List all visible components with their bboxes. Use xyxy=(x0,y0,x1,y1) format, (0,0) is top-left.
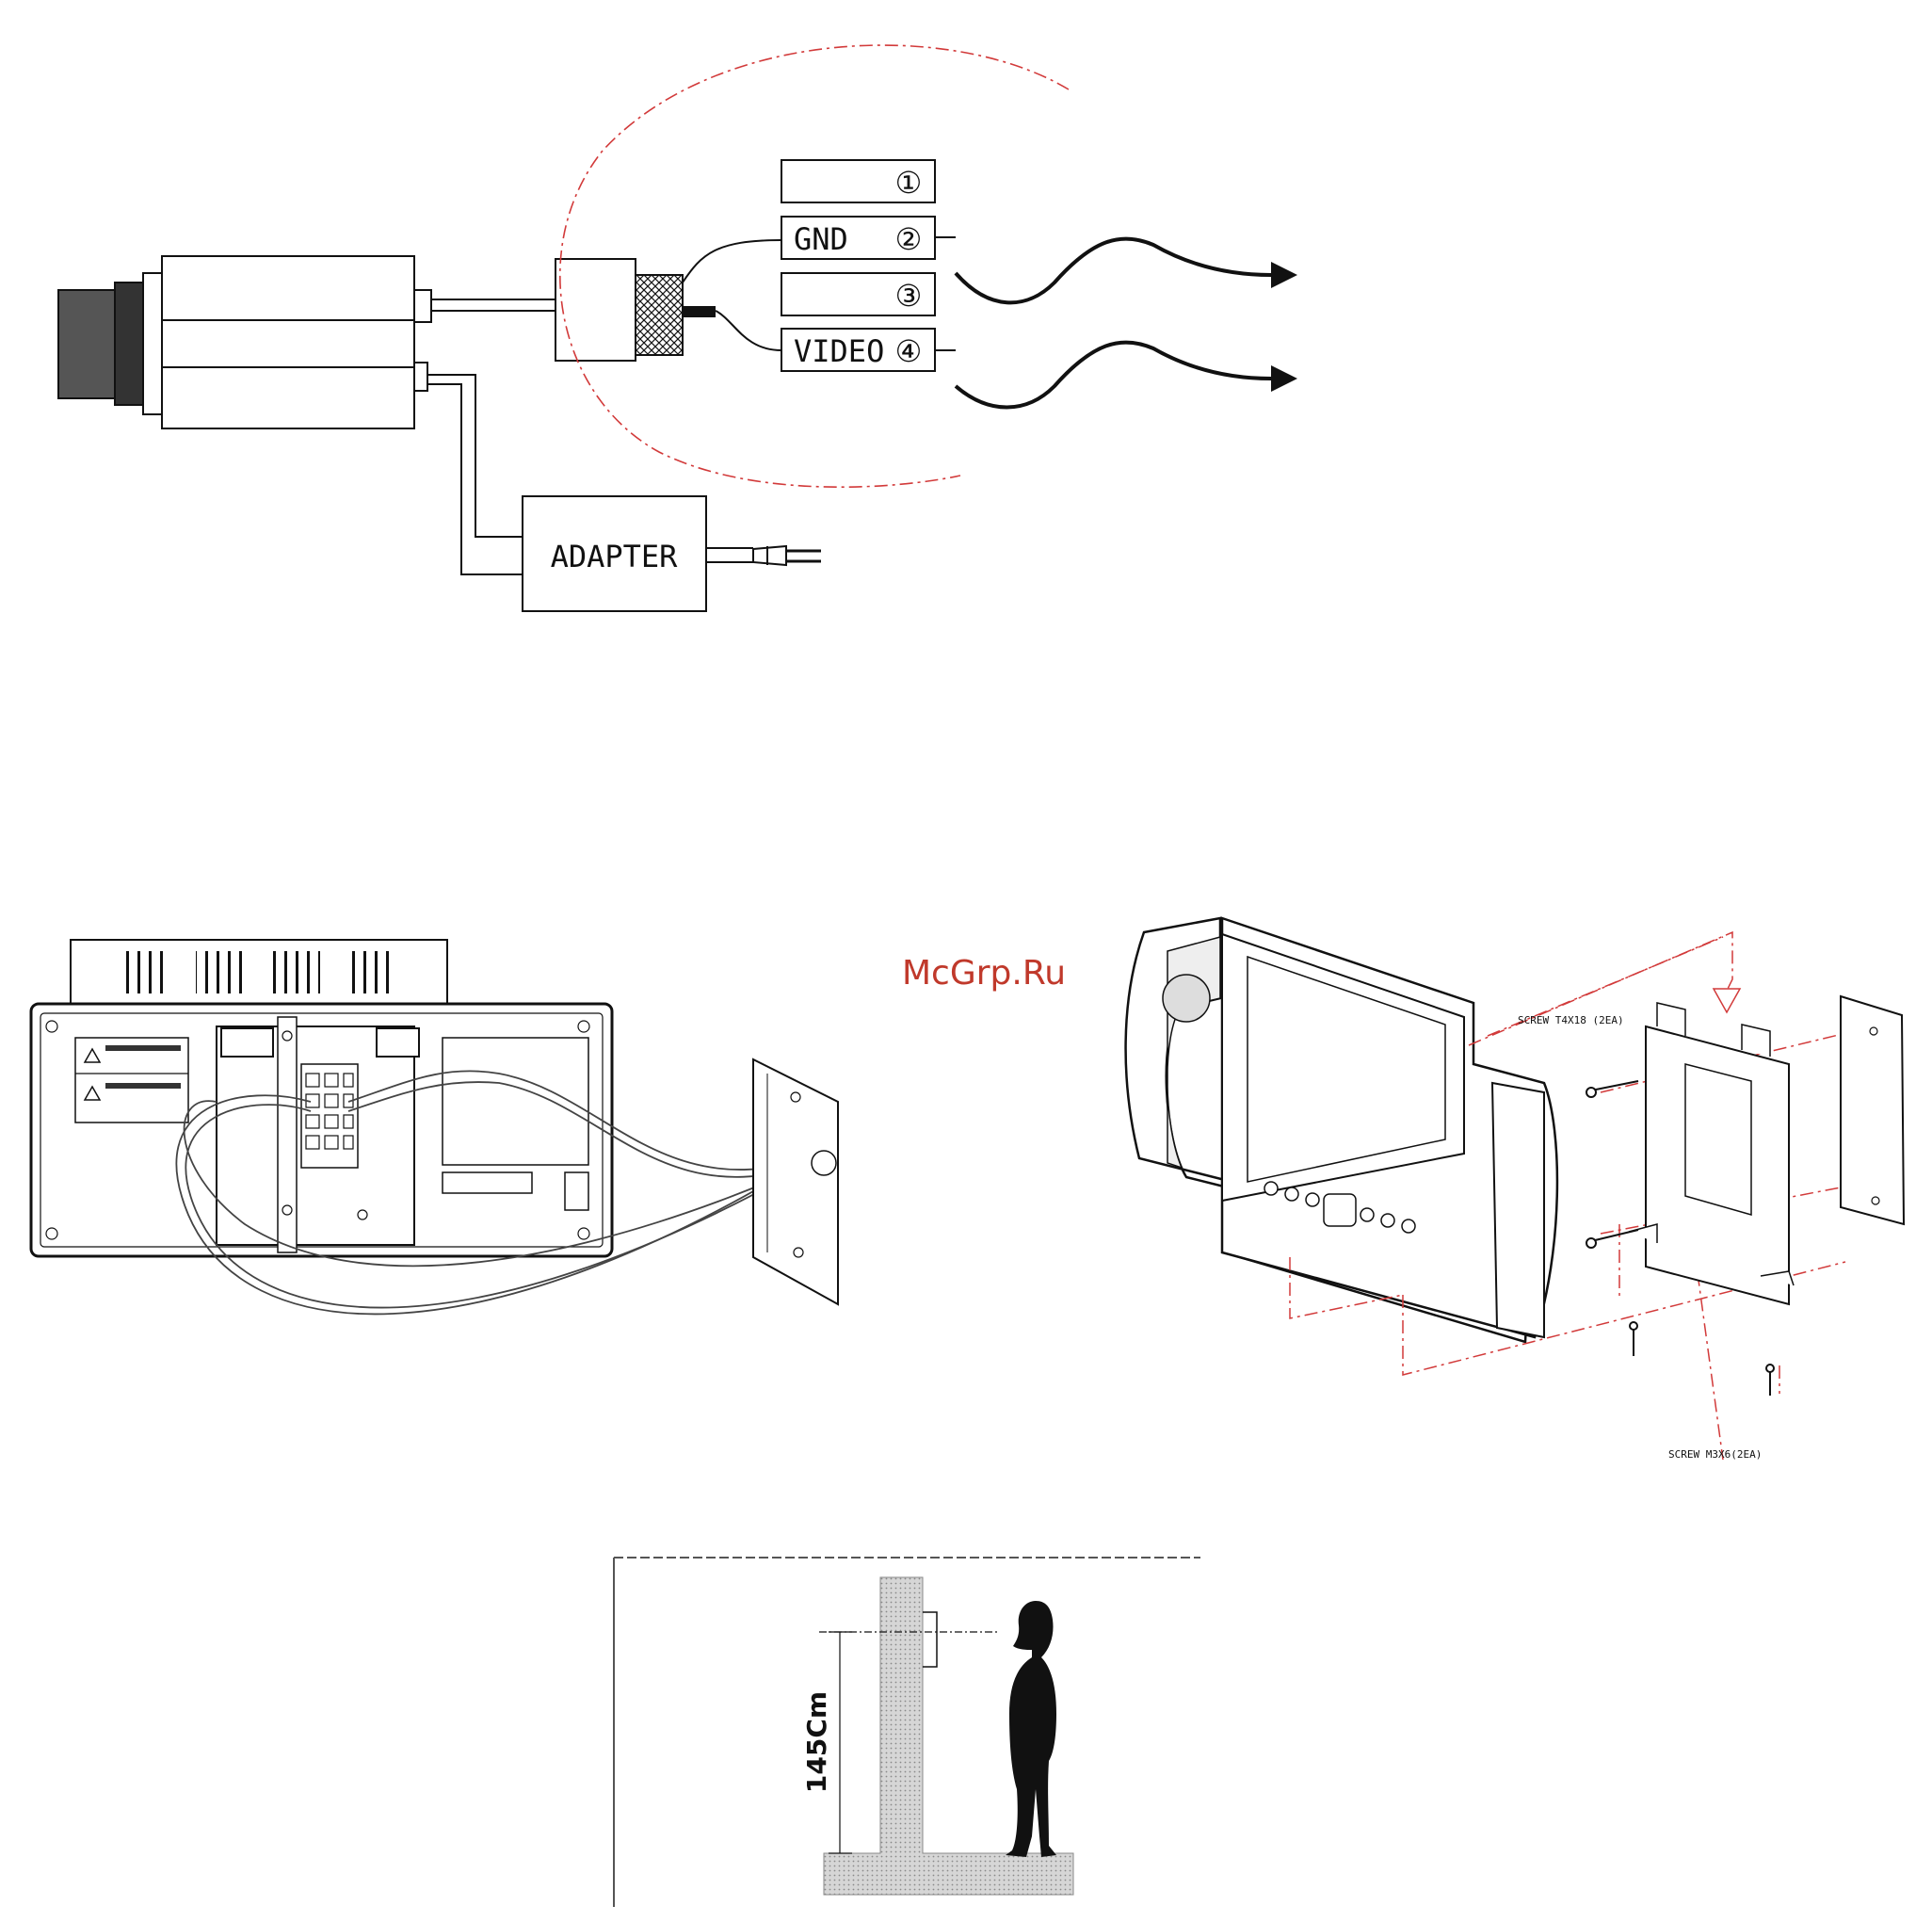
wall-plate-icon xyxy=(1841,996,1904,1224)
video-wire-arrow xyxy=(956,342,1271,407)
adapter-label: ADAPTER xyxy=(551,539,679,574)
gnd-wire-arrow xyxy=(956,238,1271,302)
mounting-height-diagram: 145Cm xyxy=(614,1558,1200,1907)
terminal-2-label: GND xyxy=(794,221,848,257)
screw-bottom-label: SCREW M3X6(2EA) xyxy=(1668,1448,1762,1461)
terminal-2-number: ② xyxy=(895,221,923,257)
watermark: McGrp.Ru xyxy=(902,954,1066,993)
terminal-4-label: VIDEO xyxy=(794,333,884,369)
person-silhouette-icon xyxy=(1006,1601,1056,1857)
plug-icon xyxy=(753,546,821,565)
screw-top-label: SCREW T4X18 (2EA) xyxy=(1518,1014,1624,1026)
camera-icon xyxy=(58,256,431,428)
monitor-side-icon xyxy=(923,1612,937,1667)
height-label: 145Cm xyxy=(801,1691,832,1793)
terminal-4-number: ④ xyxy=(895,333,923,369)
monitor-back-wiring xyxy=(31,940,838,1314)
monitor-mounting-diagram xyxy=(1126,918,1904,1460)
terminal-3-number: ③ xyxy=(895,278,923,314)
camera-wiring-diagram: ① GND ② ③ VIDEO ④ ADAPTER xyxy=(58,45,1297,611)
terminal-1-number: ① xyxy=(895,165,923,201)
wall-box-icon xyxy=(753,1059,838,1304)
